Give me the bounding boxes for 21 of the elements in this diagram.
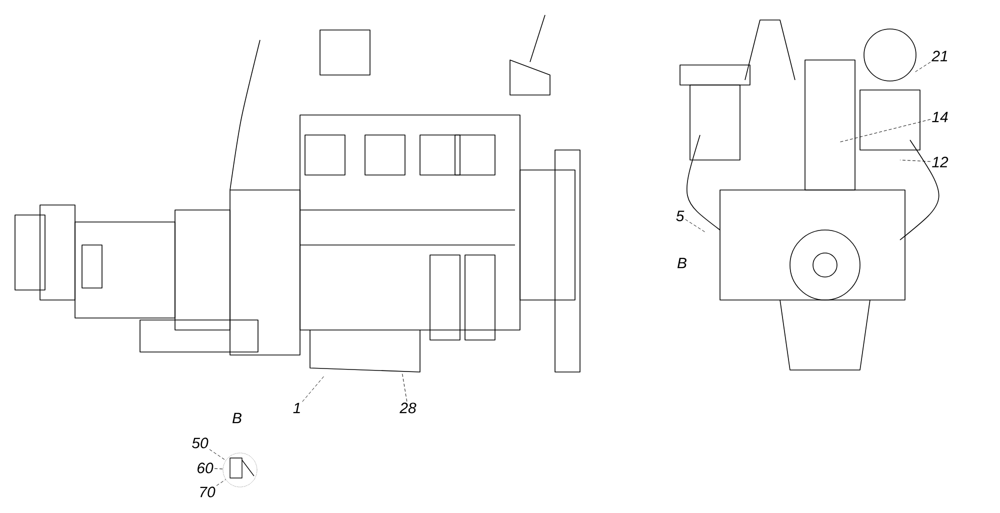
callout-number: 50 bbox=[192, 438, 208, 448]
leader-line bbox=[685, 219, 706, 232]
leader-line bbox=[214, 468, 224, 470]
leader-line bbox=[402, 372, 408, 402]
leader-line bbox=[302, 374, 326, 402]
view-label: B bbox=[232, 412, 242, 424]
leader-line bbox=[209, 449, 226, 461]
callout-number: 28 bbox=[400, 402, 416, 414]
leader-line bbox=[900, 160, 931, 162]
detail-view-drawing bbox=[222, 452, 258, 488]
callout-number: 70 bbox=[200, 486, 216, 498]
callout-number: 14 bbox=[932, 112, 948, 122]
view-label: B bbox=[677, 258, 686, 268]
callout-number: 21 bbox=[932, 50, 948, 62]
callout-number: 12 bbox=[932, 156, 948, 168]
callout-number: 1 bbox=[293, 402, 300, 414]
leader-line bbox=[914, 62, 931, 72]
leader-line bbox=[840, 119, 931, 142]
callout-number: 5 bbox=[676, 210, 684, 222]
callout-number: 60 bbox=[198, 462, 214, 474]
leader-line bbox=[216, 479, 226, 486]
